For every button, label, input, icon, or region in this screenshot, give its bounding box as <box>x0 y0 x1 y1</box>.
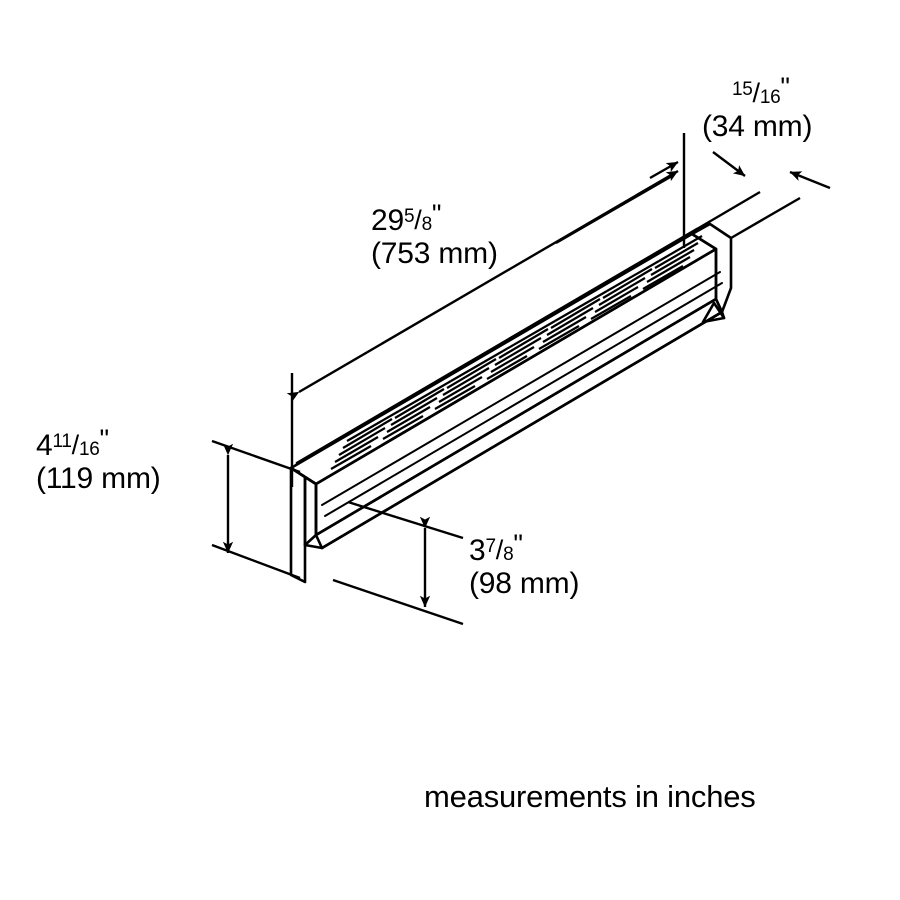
dimension-height <box>211 439 301 580</box>
thickness-ext-a <box>696 190 761 231</box>
height-ext-top <box>211 439 301 474</box>
left-end-flange-inner <box>303 475 318 547</box>
dimension-thickness <box>649 151 831 240</box>
depth-metric: (98 mm) <box>469 567 580 600</box>
depth-ext-bottom <box>332 578 464 626</box>
height-metric: (119 mm) <box>36 462 161 495</box>
right-end-tab <box>701 301 726 324</box>
measurement-units-caption: measurements in inches <box>424 779 756 814</box>
length-leader <box>555 174 673 245</box>
thickness-ext-b <box>730 196 801 240</box>
thickness-metric: (34 mm) <box>702 110 813 143</box>
length-inches: 295/8" <box>371 199 441 237</box>
dimension-length <box>286 133 686 487</box>
dimension-label-height: 411/16" (119 mm) <box>36 424 161 495</box>
depth-ext-top <box>347 500 464 540</box>
louver-group <box>330 410 400 470</box>
thickness-inches: 15/16" <box>732 72 790 108</box>
dimension-label-depth: 37/8" (98 mm) <box>469 529 580 600</box>
front-face-seams <box>321 271 723 517</box>
thickness-arrow-inner <box>649 160 679 180</box>
length-metric: (753 mm) <box>371 237 498 270</box>
thickness-arrow-left <box>712 151 746 177</box>
thickness-arrow-right <box>789 170 831 190</box>
height-inches: 411/16" <box>36 424 109 462</box>
height-ext-bottom <box>211 543 301 580</box>
right-end-cap <box>690 222 733 314</box>
right-end-tab-edge <box>720 310 726 320</box>
dimension-depth <box>332 500 464 626</box>
vent-body <box>289 222 733 584</box>
dimension-label-thickness: 15/16" (34 mm) <box>702 72 813 143</box>
dimension-label-length: 295/8" (753 mm) <box>371 199 498 270</box>
left-end-cap-face <box>289 466 324 550</box>
depth-inches: 37/8" <box>469 529 523 567</box>
